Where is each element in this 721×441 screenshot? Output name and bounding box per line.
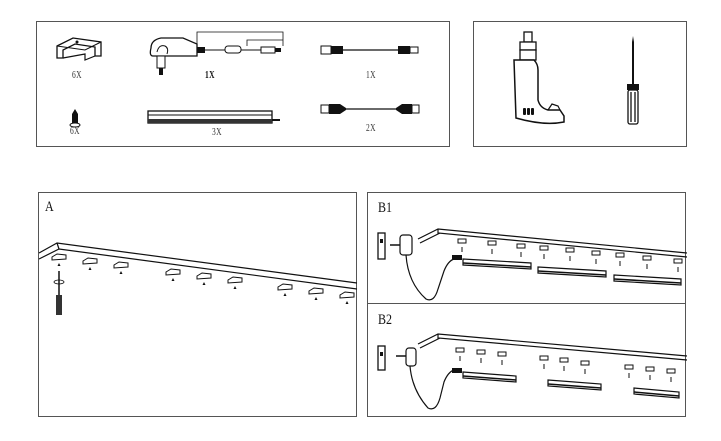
led-light-bar-icon xyxy=(547,379,602,391)
wiring-diagram-b2 xyxy=(377,333,688,410)
mounting-clip-icon xyxy=(666,368,676,382)
link-cable-icon xyxy=(320,104,420,114)
connector-cable-qty: 1X xyxy=(366,70,376,81)
power-adapter-qty: 1X xyxy=(205,70,215,81)
mounting-clip-icon xyxy=(615,252,625,266)
power-adapter-icon xyxy=(149,31,284,75)
mounting-clip-icon xyxy=(539,245,549,259)
step-a-panel: A xyxy=(38,192,358,417)
screw-icon xyxy=(119,271,123,274)
mounting-clip-icon xyxy=(476,349,486,363)
mounting-clip-icon xyxy=(580,360,590,374)
screw-qty: 6X xyxy=(70,126,80,137)
step-a-label: A xyxy=(45,199,54,215)
mounting-clip-icon xyxy=(487,240,497,254)
mounting-clip-icon xyxy=(673,258,683,272)
power-adapter-icon xyxy=(390,234,413,256)
mounting-clip-icon xyxy=(642,255,652,269)
step-b2-label: B2 xyxy=(378,312,393,328)
mounting-clip-icon xyxy=(277,283,293,296)
screw-icon xyxy=(57,263,61,266)
connector-cable-icon xyxy=(320,45,419,55)
mounting-clip-icon xyxy=(56,37,102,61)
led-light-bar-icon xyxy=(462,371,517,383)
link-cable-qty: 2X xyxy=(366,123,376,134)
wiring-diagram-b1 xyxy=(377,228,688,301)
led-light-bar-icon xyxy=(537,266,607,278)
screw-icon xyxy=(283,293,287,296)
led-light-bar-icon xyxy=(147,110,280,124)
wall-outlet-icon xyxy=(377,345,386,371)
mounting-clip-icon xyxy=(457,238,467,252)
screw-icon xyxy=(171,278,175,281)
screwdriver-icon xyxy=(627,36,639,125)
mounting-clip-icon xyxy=(645,366,655,380)
screw-icon xyxy=(345,301,349,304)
mounting-clip-icon xyxy=(565,247,575,261)
mounting-clip-icon xyxy=(82,257,98,270)
step-b1-panel: B1 xyxy=(367,192,688,304)
led-light-bar-icon xyxy=(462,258,532,270)
screw-icon xyxy=(88,267,92,270)
mounting-clip-icon xyxy=(591,250,601,264)
ceiling-mounting-diagram xyxy=(38,242,358,315)
mounting-clip-icon xyxy=(624,364,634,378)
led-light-bar-icon xyxy=(633,387,680,399)
mounting-clip-icon xyxy=(339,291,355,304)
mounting-clip-icon xyxy=(539,355,549,369)
screw-icon xyxy=(202,282,206,285)
power-drill-icon xyxy=(513,31,565,125)
step-b2-panel: B2 xyxy=(367,303,688,417)
mounting-clip-icon xyxy=(455,347,465,361)
power-adapter-icon xyxy=(396,347,417,367)
step-b1-label: B1 xyxy=(378,200,393,216)
mounting-clip-icon xyxy=(165,268,181,281)
parts-panel: 6X 6X 1X 3X 1X xyxy=(36,21,450,147)
screw-icon xyxy=(314,297,318,300)
screwdriver-icon xyxy=(53,271,65,315)
wall-outlet-icon xyxy=(377,232,386,260)
mounting-clip-icon xyxy=(516,243,526,257)
led-light-bar-qty: 3X xyxy=(212,127,222,138)
mounting-clip-icon xyxy=(196,272,212,285)
mounting-clip-icon xyxy=(308,287,324,300)
mounting-clip-icon xyxy=(497,351,507,365)
screw-icon xyxy=(69,109,81,128)
mounting-clip-icon xyxy=(113,261,129,274)
screw-icon xyxy=(233,286,237,289)
led-light-bar-icon xyxy=(613,274,682,286)
mounting-clip-icon xyxy=(227,276,243,289)
mounting-clip-qty: 6X xyxy=(72,70,82,81)
mounting-clip-icon xyxy=(51,253,67,266)
mounting-clip-icon xyxy=(559,357,569,371)
tools-panel xyxy=(473,21,687,147)
